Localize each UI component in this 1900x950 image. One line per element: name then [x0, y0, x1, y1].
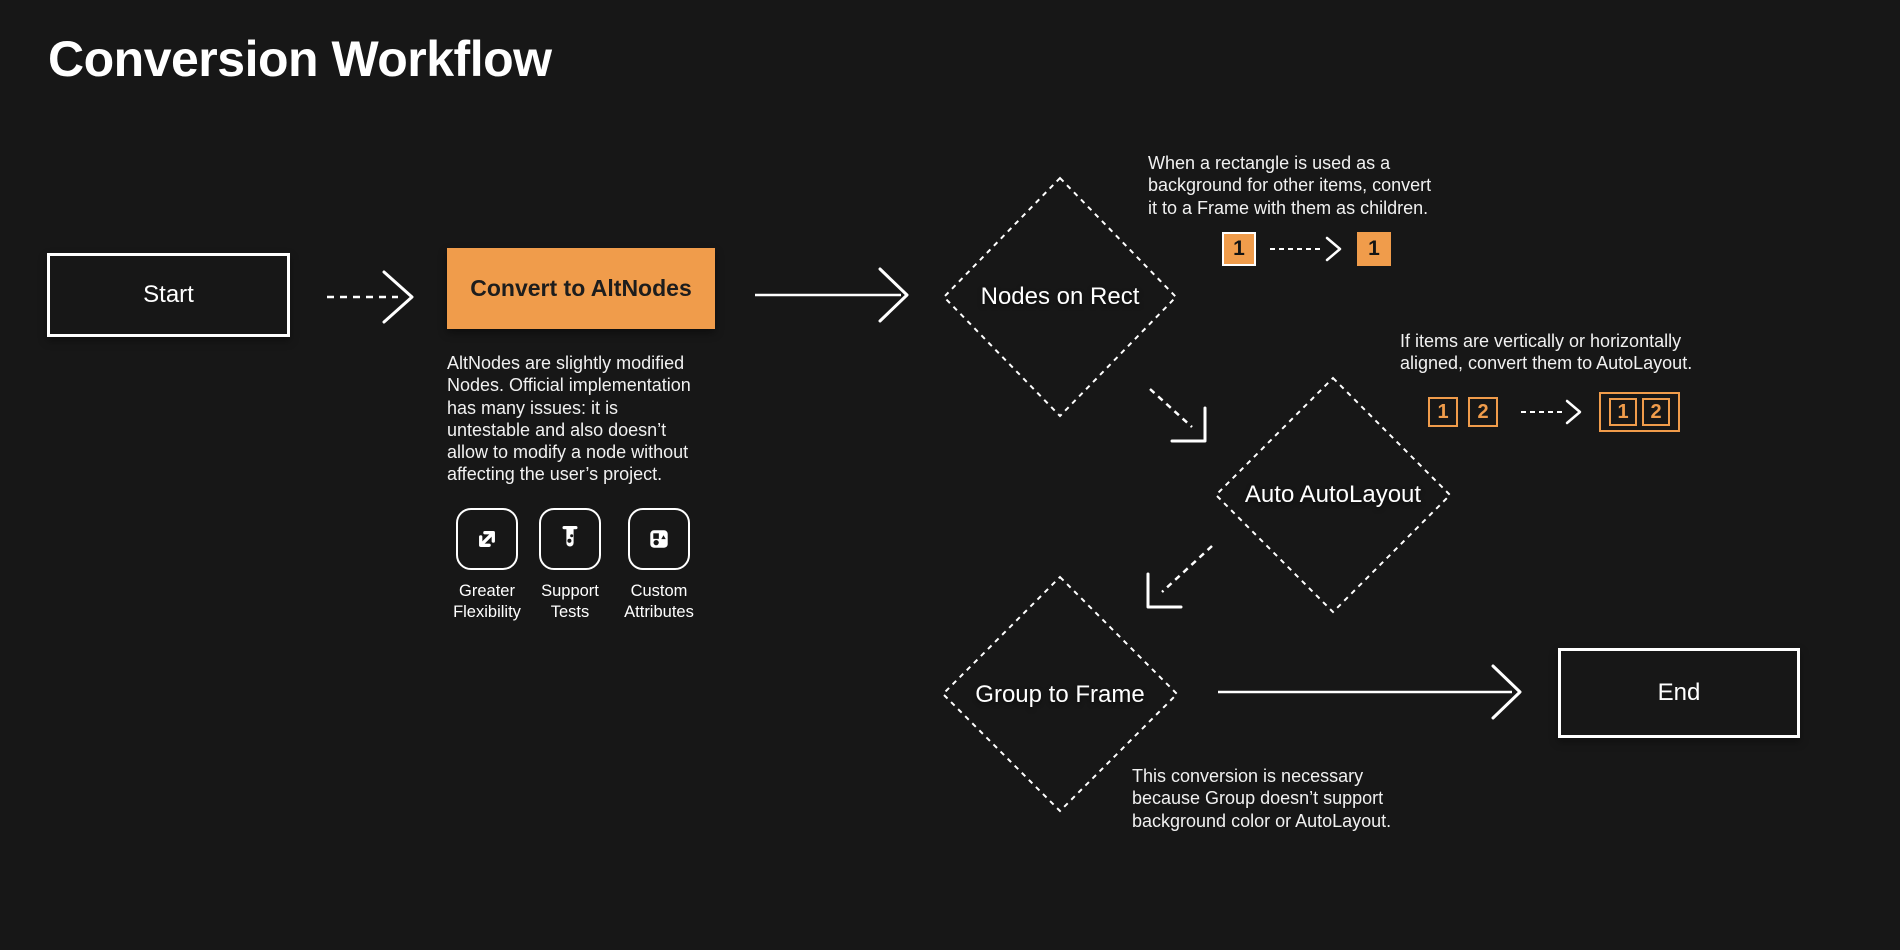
arrowhead-icon — [878, 267, 909, 323]
description-line: AltNodes are slightly modified — [447, 353, 685, 373]
arrowhead-icon — [1170, 406, 1207, 443]
arrowhead-icon — [1565, 399, 1582, 425]
start-node: Start — [47, 253, 290, 337]
arrowhead-icon — [1146, 572, 1183, 609]
box-digit: 1 — [1233, 237, 1245, 260]
altnodes-description: AltNodes are slightly modified Nodes. Of… — [447, 352, 691, 486]
arrow-nodes-to-autolayout — [1149, 388, 1207, 443]
expand-arrows-icon — [456, 508, 518, 570]
feature-label: Support Tests — [541, 582, 599, 621]
altnodes-features: Greater Flexibility Support Tests — [447, 508, 705, 623]
auto-autolayout-annotation: If items are vertically or horizontally … — [1400, 330, 1692, 375]
annotation-line: aligned, convert them to AutoLayout. — [1400, 353, 1693, 374]
convert-to-altnodes-node: Convert to AltNodes — [447, 248, 715, 329]
description-line: has many issues: it is — [447, 397, 619, 418]
auto-autolayout-label: Auto AutoLayout — [1244, 481, 1422, 508]
arrow-autolayout-to-group — [1146, 545, 1213, 609]
nodes-on-rect-label: Nodes on Rect — [980, 283, 1140, 310]
feature-support-tests: Support Tests — [527, 508, 613, 623]
example-frame-after-box: 1 — [1357, 232, 1391, 266]
example-item-1-box: 1 — [1609, 398, 1637, 426]
feature-greater-flexibility: Greater Flexibility — [447, 508, 527, 623]
annotation-line: background color or AutoLayout. — [1132, 810, 1392, 831]
annotation-line: This conversion is necessary — [1132, 766, 1364, 786]
description-line: untestable and also doesn’t — [447, 419, 667, 440]
arrowhead-icon — [1325, 236, 1342, 262]
box-digit: 2 — [1477, 400, 1489, 423]
annotation-line: it to a Frame with them as children. — [1148, 197, 1429, 218]
arrowhead-icon — [382, 270, 414, 324]
description-line: allow to modify a node without — [447, 442, 689, 463]
arrowhead-icon — [1491, 664, 1522, 720]
example-item-2-box: 2 — [1642, 398, 1670, 426]
example-arrow-items-to-autolayout — [1521, 399, 1582, 425]
start-node-label: Start — [143, 281, 194, 308]
end-node: End — [1558, 648, 1800, 738]
example-autolayout-container-box: 1 2 — [1599, 392, 1680, 432]
annotation-line: because Group doesn’t support — [1132, 788, 1384, 809]
convert-node-label: Convert to AltNodes — [470, 275, 692, 301]
end-node-label: End — [1657, 679, 1701, 706]
arrow-group-to-end — [1218, 664, 1522, 720]
nodes-on-rect-annotation: When a rectangle is used as a background… — [1148, 152, 1431, 219]
group-to-frame-annotation: This conversion is necessary because Gro… — [1132, 765, 1391, 832]
box-digit: 1 — [1617, 400, 1629, 423]
arrow-convert-to-nodes-on-rect — [755, 267, 909, 323]
example-item-1-box: 1 — [1428, 397, 1458, 427]
arrow-start-to-convert — [327, 270, 414, 324]
example-item-2-box: 2 — [1468, 397, 1498, 427]
annotation-line: If items are vertically or horizontally — [1400, 331, 1682, 351]
shapes-icon — [628, 508, 690, 570]
page-title: Conversion Workflow — [48, 31, 552, 87]
annotation-line: background for other items, convert — [1148, 175, 1432, 196]
example-arrow-rect-to-frame — [1270, 236, 1342, 262]
feature-label: Greater Flexibility — [453, 582, 521, 621]
feature-custom-attributes: Custom Attributes — [613, 508, 705, 623]
feature-label: Custom Attributes — [624, 582, 694, 621]
example-rect-before-box: 1 — [1222, 232, 1256, 266]
group-to-frame-label: Group to Frame — [975, 681, 1145, 708]
description-line: Nodes. Official implementation — [447, 375, 691, 396]
box-digit: 1 — [1368, 237, 1380, 260]
box-digit: 2 — [1650, 400, 1662, 423]
description-line: affecting the user’s project. — [447, 464, 663, 485]
box-digit: 1 — [1437, 400, 1449, 423]
test-tube-icon — [539, 508, 601, 570]
annotation-line: When a rectangle is used as a — [1148, 153, 1391, 173]
